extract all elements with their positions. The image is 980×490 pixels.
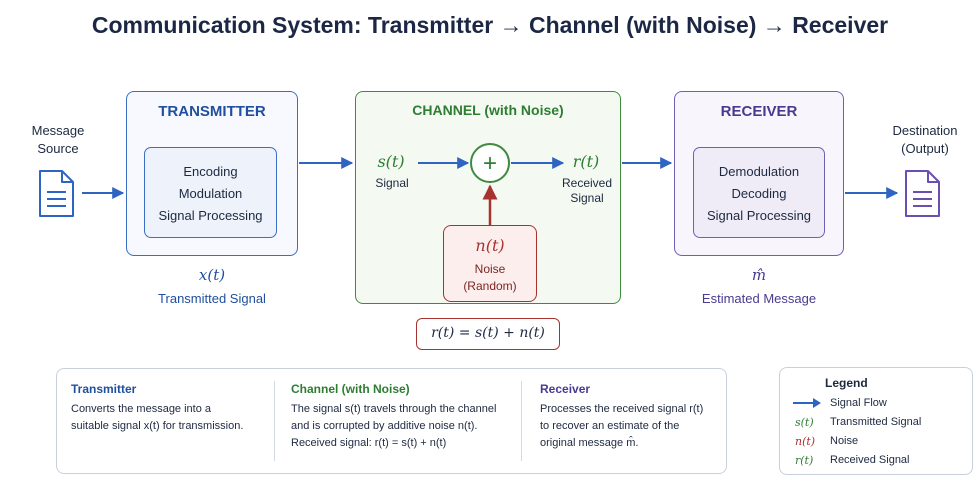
destination-document-icon — [905, 170, 940, 217]
channel-output-label-line: Signal — [570, 191, 604, 205]
info-line: and is corrupted by additive noise n(t). — [291, 420, 478, 432]
source-document-icon — [39, 170, 74, 217]
legend-label: Received Signal — [830, 454, 910, 466]
transmitted-signal-label: Transmitted Signal — [158, 291, 266, 306]
transmitter-step: Signal Processing — [158, 208, 263, 223]
description-divider — [274, 381, 275, 461]
info-line: Converts the message into a — [71, 403, 212, 415]
destination-label: Destination (Output) — [880, 122, 970, 158]
source-label-line-2: Source — [37, 141, 79, 156]
info-receiver-text: Processes the received signal r(t) to re… — [540, 401, 722, 452]
info-channel-heading: Channel (with Noise) — [291, 382, 410, 396]
noise-label: Noise (Random) — [444, 261, 536, 295]
channel-input-label: Signal — [375, 176, 409, 190]
legend-label: Signal Flow — [830, 397, 887, 409]
noise-label-line: (Random) — [463, 279, 517, 293]
info-line: The signal s(t) travels through the chan… — [291, 403, 497, 415]
received-signal-equation: r(t) = s(t) + n(t) — [431, 325, 545, 341]
transmitter-step: Modulation — [178, 186, 243, 201]
info-line: suitable signal x(t) for transmission. — [71, 420, 244, 432]
destination-label-line-2: (Output) — [901, 141, 949, 156]
transmitted-signal-symbol: x(t) — [198, 266, 226, 284]
destination-label-line-1: Destination — [892, 123, 958, 138]
adder-plus-symbol: + — [483, 150, 497, 177]
legend-symbol: s(t) — [795, 416, 814, 429]
channel-output-label: Received Signal — [556, 176, 618, 206]
noise-block: n(t) Noise (Random) — [443, 225, 537, 302]
noise-symbol: n(t) — [475, 236, 505, 255]
legend-title: Legend — [825, 376, 868, 390]
description-divider — [521, 381, 522, 461]
channel-output-label-line: Received — [561, 176, 613, 190]
info-transmitter-heading: Transmitter — [71, 382, 137, 396]
legend-symbol: n(t) — [795, 435, 816, 448]
receiver-step: Decoding — [731, 186, 787, 201]
receiver-step: Demodulation — [718, 164, 800, 179]
transmitter-step: Encoding — [183, 164, 238, 179]
transmitter-steps: Encoding Modulation Signal Processing — [144, 147, 277, 238]
info-line: original message m̂. — [540, 437, 639, 449]
transmitter-title: TRANSMITTER — [158, 103, 266, 120]
info-line: Received signal: r(t) = s(t) + n(t) — [291, 437, 447, 449]
noise-label-line: Noise — [474, 262, 506, 276]
source-label-line-1: Message — [31, 123, 85, 138]
receiver-title: RECEIVER — [720, 103, 798, 120]
receiver-steps-text: Demodulation Decoding Signal Processing — [694, 161, 824, 227]
receiver-step: Signal Processing — [706, 208, 812, 223]
adder-circle — [470, 143, 510, 183]
channel-output-symbol: r(t) — [572, 152, 600, 171]
transmitter-steps-text: Encoding Modulation Signal Processing — [145, 161, 276, 227]
info-line: to recover an estimate of the — [540, 420, 680, 432]
message-source-label: Message Source — [22, 122, 94, 158]
received-signal-equation-box: r(t) = s(t) + n(t) — [416, 318, 560, 350]
receiver-steps: Demodulation Decoding Signal Processing — [693, 147, 825, 238]
channel-title: CHANNEL (with Noise) — [412, 102, 564, 118]
legend-label: Noise — [830, 435, 859, 447]
legend-panel — [779, 367, 973, 475]
info-channel-text: The signal s(t) travels through the chan… — [291, 401, 517, 452]
estimated-message-symbol: m̂ — [751, 266, 767, 284]
info-receiver-heading: Receiver — [540, 382, 591, 396]
legend-symbol: r(t) — [795, 454, 814, 467]
legend-label: Transmitted Signal — [830, 416, 922, 428]
page-title: Communication System: Transmitter → Chan… — [91, 12, 889, 38]
estimated-message-label: Estimated Message — [701, 291, 817, 306]
info-transmitter-text: Converts the message into a suitable sig… — [71, 401, 269, 435]
channel-input-symbol: s(t) — [377, 152, 405, 171]
description-panel — [56, 368, 727, 474]
info-line: Processes the received signal r(t) — [540, 403, 704, 415]
legend-signal-flow-arrow-icon — [793, 398, 821, 408]
